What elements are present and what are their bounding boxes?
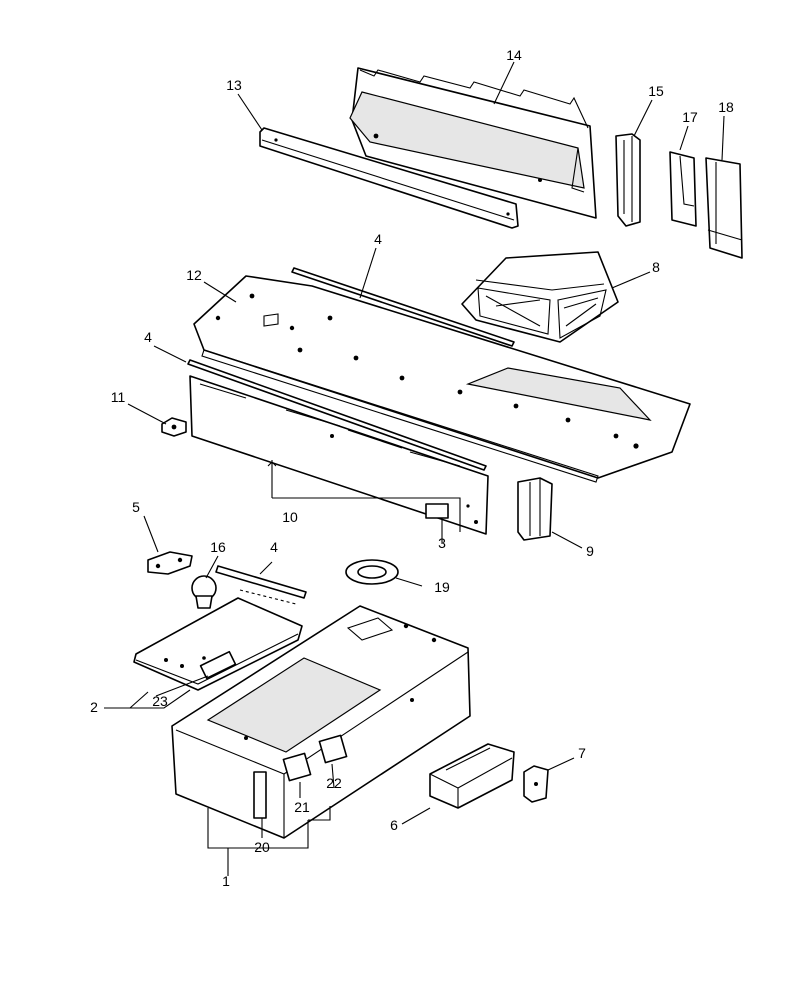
callout-22: 22 [326,775,342,791]
callout-7: 7 [578,745,586,761]
part-4-rod-middle [187,359,487,471]
part-1-tank-body [171,605,471,839]
callout-1: 1 [222,873,230,889]
callout-21: 21 [294,799,310,815]
part-19-gasket-ring [345,559,399,585]
part-13-rail [259,127,519,229]
callout-10: 10 [282,509,298,525]
callout-labels: 1 2 3 4 4 4 5 6 7 8 9 10 11 12 13 14 15 … [90,47,734,889]
part-14-rear-panel [349,67,597,219]
callout-23: 23 [152,693,168,709]
part-9-bracket [517,477,553,541]
callout-16: 16 [210,539,226,555]
callout-11: 11 [111,389,126,405]
callout-17: 17 [682,109,698,125]
callout-15: 15 [648,83,664,99]
callout-4-lower: 4 [270,539,278,555]
part-2-lid [133,597,303,691]
part-7-clip [523,765,549,803]
leader-lines [104,61,725,876]
callout-8: 8 [652,259,660,275]
part-6-battery-block [429,743,515,809]
callout-18: 18 [718,99,734,115]
callout-19: 19 [434,579,450,595]
callout-3: 3 [438,535,446,551]
callout-12: 12 [186,267,202,283]
part-17-bracket [669,151,697,227]
part-4-rod-upper [291,267,515,347]
callout-2: 2 [90,699,98,715]
callout-4-upper: 4 [374,231,382,247]
part-10-side-panel [189,375,489,535]
part-5-latch [147,551,193,575]
part-11-clip [161,417,187,437]
callout-20: 20 [254,839,270,855]
callout-6: 6 [390,817,398,833]
part-18-bracket [705,157,743,259]
callout-4-middle: 4 [144,329,152,345]
part-16-filler-cap [191,575,217,609]
callout-14: 14 [506,47,522,63]
callout-13: 13 [226,77,242,93]
part-8-filter-housing [461,251,619,343]
callout-5: 5 [132,499,140,515]
callout-9: 9 [586,543,594,559]
part-4-rod-lower [215,565,307,605]
part-12-top-plate [193,275,691,483]
part-15-bracket [615,133,641,227]
